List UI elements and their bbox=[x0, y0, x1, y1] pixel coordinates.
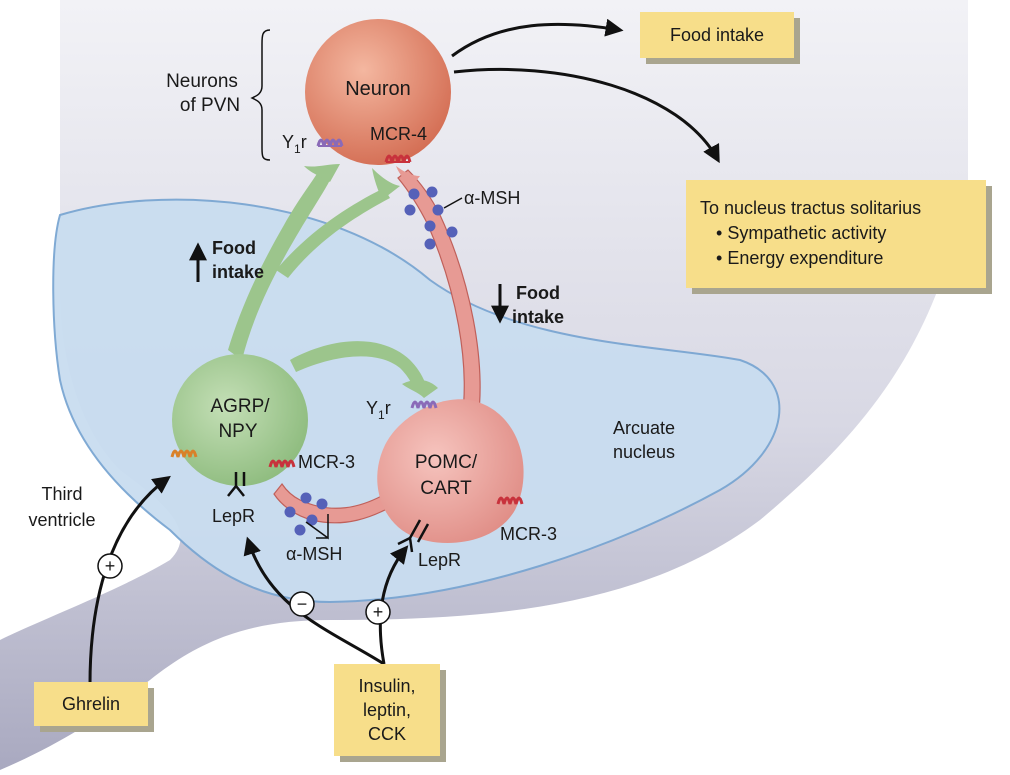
agrp-terminal-left bbox=[304, 164, 340, 182]
nts-box-bullet-2: Energy expenditure bbox=[700, 246, 986, 271]
neurons-of-pvn-label-1: Neurons bbox=[166, 71, 238, 92]
lepr-right-label: LepR bbox=[418, 550, 461, 570]
nts-box: To nucleus tractus solitarius Sympatheti… bbox=[686, 180, 986, 288]
y1-receptor-mid-icon bbox=[410, 400, 438, 409]
ghrelin-box: Ghrelin bbox=[34, 682, 148, 726]
alpha-msh-bottom-label: α-MSH bbox=[286, 544, 342, 564]
agrp-to-pomc-axon bbox=[290, 341, 426, 390]
ghrelin-box-label: Ghrelin bbox=[61, 694, 121, 714]
alpha-msh-bottom-leader bbox=[305, 514, 329, 540]
agrp-terminal-right bbox=[372, 168, 400, 200]
food-intake-box-label: Food intake bbox=[669, 25, 765, 45]
arrow-to-nts bbox=[453, 67, 720, 164]
mcr3-left-receptor-icon bbox=[268, 459, 296, 468]
pvn-bracket bbox=[250, 29, 271, 161]
third-ventricle-label-2: ventricle bbox=[28, 510, 95, 530]
insulin-box-line-2: leptin, bbox=[362, 700, 412, 720]
y1r-top-label: Y1r bbox=[282, 132, 307, 156]
agrp-axon-branch bbox=[276, 188, 390, 278]
minus-sign-icon bbox=[289, 591, 315, 617]
agrp-axon bbox=[228, 172, 330, 360]
pomc-label-2: CART bbox=[420, 478, 472, 499]
pomc-label-1: POMC/ bbox=[415, 452, 478, 473]
neurons-of-pvn-label-2: of PVN bbox=[180, 95, 240, 116]
arrow-to-food-intake bbox=[451, 18, 624, 58]
mcr4-receptor-icon bbox=[384, 154, 412, 163]
mcr3-right-receptor-icon bbox=[496, 496, 524, 505]
alpha-msh-dots-top bbox=[404, 186, 458, 250]
ghrelin-receptor-icon bbox=[170, 449, 198, 458]
insulin-box-line-1: Insulin, bbox=[358, 676, 416, 696]
ghrelin-plus-label: + bbox=[105, 556, 116, 576]
third-ventricle-label-1: Third bbox=[41, 484, 82, 504]
insulin-box-line-3: CCK bbox=[367, 724, 406, 744]
insulin-leptin-cck-box: Insulin, leptin, CCK bbox=[334, 664, 440, 756]
insulin-plus-sign-icon bbox=[365, 599, 391, 625]
pvn-neuron bbox=[305, 19, 451, 165]
neuron-label: Neuron bbox=[345, 78, 411, 100]
food-intake-up-label-1: Food bbox=[212, 238, 256, 258]
agrp-label-1: AGRP/ bbox=[210, 396, 270, 417]
insulin-plus-label: + bbox=[373, 602, 384, 622]
mcr3-right-label: MCR-3 bbox=[500, 524, 557, 544]
mcr3-left-label: MCR-3 bbox=[298, 452, 355, 472]
pomc-axon bbox=[397, 169, 481, 421]
alpha-msh-top-label: α-MSH bbox=[464, 188, 520, 208]
ghrelin-plus-sign-icon bbox=[97, 553, 123, 579]
agrp-to-pomc-terminal bbox=[402, 379, 438, 398]
arcuate-nucleus bbox=[52, 198, 781, 604]
lepr-right-receptor-icon bbox=[397, 519, 430, 553]
arcuate-label-2: nucleus bbox=[613, 442, 675, 462]
nts-box-title: To nucleus tractus solitarius bbox=[700, 198, 922, 218]
alpha-msh-top-leader bbox=[443, 197, 463, 209]
y1r-mid-label: Y1r bbox=[366, 398, 391, 422]
food-intake-up-label-2: intake bbox=[212, 262, 264, 282]
nts-box-bullet-1: Sympathetic activity bbox=[700, 221, 986, 246]
alpha-msh-dots-bottom bbox=[284, 492, 328, 536]
arcuate-label-1: Arcuate bbox=[613, 418, 675, 438]
minus-label: − bbox=[297, 594, 308, 614]
food-intake-down-label-2: intake bbox=[512, 307, 564, 327]
y1-receptor-top-icon bbox=[316, 138, 344, 147]
food-intake-down-label-1: Food bbox=[516, 283, 560, 303]
pomc-to-agrp-axon bbox=[273, 482, 397, 524]
lepr-left-label: LepR bbox=[212, 506, 255, 526]
agrp-npy-neuron bbox=[172, 354, 308, 486]
pomc-axon-terminal bbox=[396, 166, 420, 186]
pomc-cart-neuron bbox=[377, 399, 524, 543]
lepr-left-receptor-icon bbox=[227, 472, 246, 497]
agrp-label-2: NPY bbox=[218, 421, 257, 442]
food-intake-box: Food intake bbox=[640, 12, 794, 58]
mcr4-label: MCR-4 bbox=[370, 124, 427, 144]
